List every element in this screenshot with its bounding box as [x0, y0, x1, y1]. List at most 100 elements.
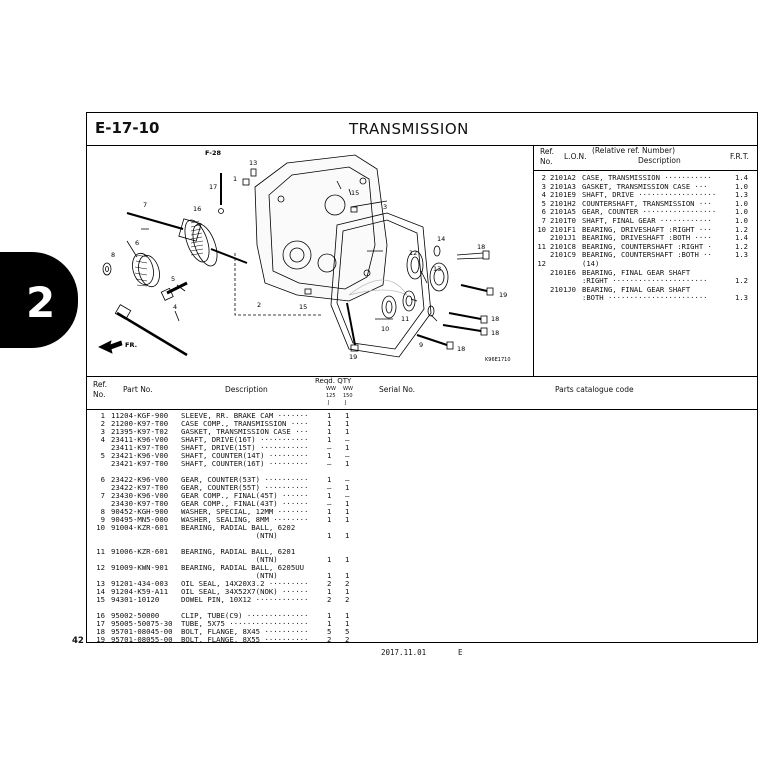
- rt-header-no: No.: [540, 157, 553, 166]
- callout-17: 17: [209, 183, 217, 191]
- transmission-exploded-view: F-28 13 1 17 16 7 8 6 5 4 2 15 15 3 12 1…: [98, 149, 511, 363]
- pt-desc: BEARING, RADIAL BALL, 6205UU: [181, 563, 305, 572]
- rt-lon: 2101J1: [550, 233, 576, 243]
- pt-header-ww-1: WW: [326, 386, 336, 392]
- callout-15-lower: 15: [299, 303, 307, 311]
- rt-ref: 7: [541, 216, 546, 225]
- pt-qty-150: 1: [345, 411, 350, 420]
- rt-desc: BEARING, FINAL GEAR SHAFT: [582, 267, 691, 277]
- pt-qty-150: –: [345, 435, 350, 444]
- rt-desc: BEARING, DRIVESHAFT :RIGHT ···: [582, 224, 712, 234]
- pt-desc: (NTN): [181, 531, 278, 540]
- rt-frt: 1.4: [735, 233, 748, 243]
- pt-qty-150: 2: [345, 635, 350, 644]
- rt-desc: SHAFT, FINAL GEAR ············: [582, 216, 712, 225]
- pt-ref: 10: [96, 523, 105, 532]
- pt-ref: 7: [100, 491, 105, 500]
- ref-table-row: :RIGHT ······················1.2: [534, 276, 758, 285]
- rt-header-lon: L.O.N.: [564, 152, 587, 161]
- pt-qty-150: 1: [345, 587, 350, 596]
- callout-16: 16: [193, 205, 201, 213]
- pt-desc: GEAR, COUNTER(53T) ··········: [181, 475, 309, 484]
- pt-qty-125: 1: [327, 419, 332, 428]
- fr-label: FR.: [125, 341, 137, 349]
- rt-desc: GEAR, COUNTER ·················: [582, 207, 717, 217]
- pt-part-no: 95701-08045-00: [111, 627, 173, 636]
- rt-ref: 4: [541, 190, 546, 200]
- rt-ref: 2: [541, 173, 546, 182]
- pt-qty-125: 1: [327, 507, 332, 516]
- callout-14: 14: [437, 235, 445, 243]
- drawing-code: K96E1710: [485, 357, 511, 363]
- pt-qty-125: 2: [327, 635, 332, 644]
- rt-ref: 5: [541, 198, 546, 208]
- pt-qty-150: 1: [345, 619, 350, 628]
- pt-qty-125: –: [327, 483, 332, 492]
- pt-desc: BEARING, RADIAL BALL, 6202: [181, 523, 296, 532]
- pt-ref: 14: [96, 587, 105, 596]
- rt-frt: 1.0: [735, 216, 748, 225]
- catalogue-frame: E-17-10 TRANSMISSION: [86, 112, 758, 644]
- pt-desc: BOLT, FLANGE, 8X45 ··········: [181, 627, 309, 636]
- section-divider: [87, 376, 757, 377]
- rt-header-ref: Ref.: [540, 147, 554, 156]
- pt-part-no: 23430-K97-T00: [111, 499, 169, 508]
- rt-header-description: Description: [638, 156, 681, 165]
- pt-qty-125: 1: [327, 451, 332, 460]
- pt-qty-125: 1: [327, 611, 332, 620]
- rt-ref: 12: [537, 259, 546, 268]
- pt-qty-125: 1: [327, 411, 332, 420]
- ref-table-row: 12(14): [534, 259, 758, 268]
- callout-18-low: 18: [491, 329, 499, 337]
- rt-frt: 1.0: [735, 198, 748, 208]
- pt-qty-150: 1: [345, 443, 350, 452]
- callout-19-bottom: 19: [349, 353, 357, 361]
- pt-qty-125: –: [327, 459, 332, 468]
- rt-lon: 2101A3: [550, 181, 576, 191]
- pt-part-no: 91006-KZR-601: [111, 547, 169, 556]
- callout-11: 11: [401, 315, 409, 323]
- callout-6: 6: [135, 239, 139, 247]
- pt-part-no: 21200-K97-T00: [111, 419, 169, 428]
- rt-lon: 2101C9: [550, 250, 576, 260]
- parts-table-header: Ref. No. Part No. Description Reqd. QTY …: [87, 377, 757, 410]
- callout-18-bottom: 18: [457, 345, 465, 353]
- rt-frt: 1.2: [735, 276, 748, 286]
- pt-qty-125: 1: [327, 571, 332, 580]
- pt-qty-150: 5: [345, 627, 350, 636]
- pt-part-no: 95005-50075-30: [111, 619, 173, 628]
- pt-desc: BEARING, RADIAL BALL, 6201: [181, 547, 296, 556]
- pt-qty-125: 1: [327, 619, 332, 628]
- pt-part-no: 21395-K97-T02: [111, 427, 169, 436]
- callout-1: 1: [233, 175, 237, 183]
- pt-part-no: 23421-K97-T00: [111, 459, 169, 468]
- rt-desc: COUNTERSHAFT, TRANSMISSION ···: [582, 198, 712, 208]
- pt-qty-150: 2: [345, 579, 350, 588]
- rt-ref: 6: [541, 207, 546, 217]
- callout-8: 8: [111, 251, 115, 259]
- pt-desc: GASKET, TRANSMISSION CASE ···: [181, 427, 309, 436]
- pt-desc: (NTN): [181, 555, 278, 564]
- pt-ref: 19: [96, 635, 105, 644]
- pt-qty-125: 2: [327, 579, 332, 588]
- rt-header-relative: (Relative ref. Number): [592, 146, 676, 155]
- pt-qty-150: –: [345, 491, 350, 500]
- ref-table-header: Ref. No. L.O.N. (Relative ref. Number) D…: [534, 145, 758, 171]
- pt-part-no: 90452-KGH-900: [111, 507, 169, 516]
- pt-ref: 16: [96, 611, 105, 620]
